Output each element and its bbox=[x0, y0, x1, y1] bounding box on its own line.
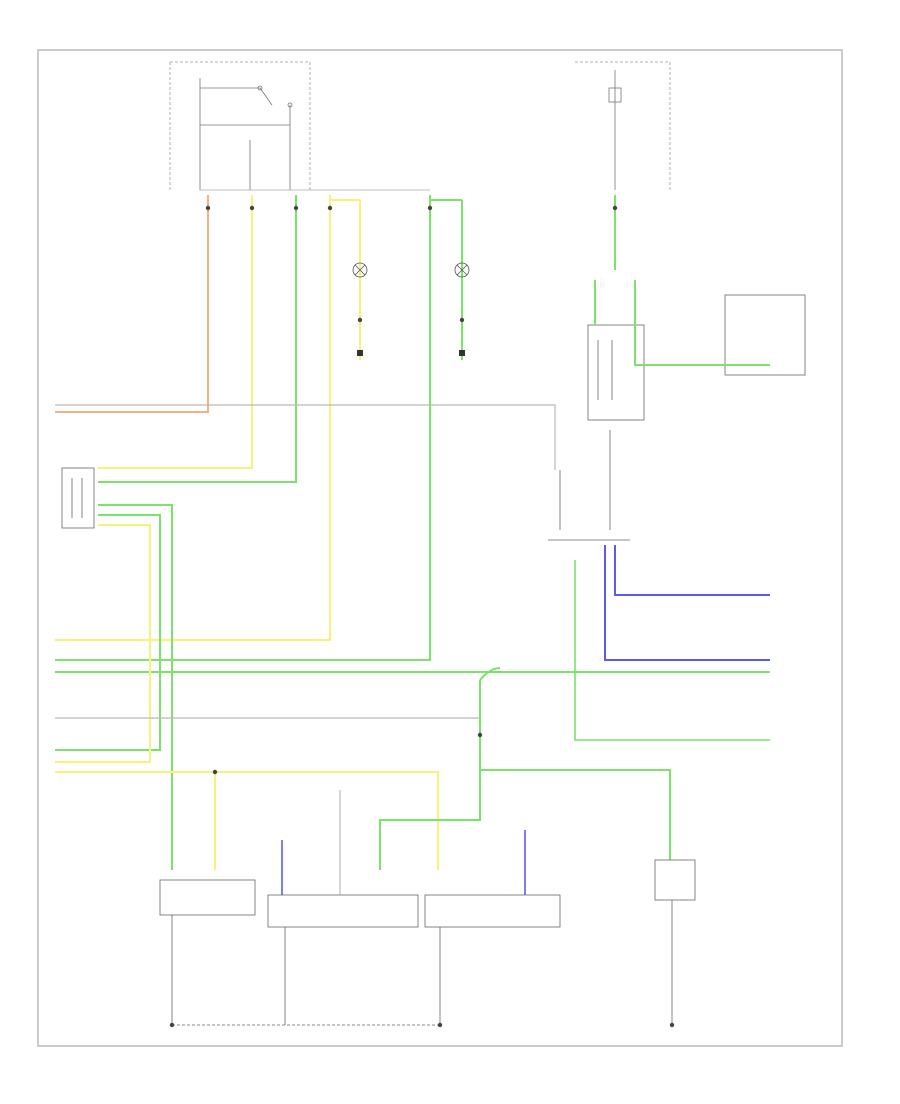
wire-green-right-4 bbox=[574, 560, 770, 741]
connector-dots bbox=[169, 205, 675, 1028]
top-power-feed bbox=[169, 61, 671, 190]
wire-green-1 bbox=[98, 195, 297, 483]
ground-marks bbox=[357, 350, 465, 356]
right-relay-block bbox=[587, 294, 806, 421]
bottom-components bbox=[159, 790, 696, 1026]
wire-green-2 bbox=[55, 195, 431, 661]
wire-yellow-4 bbox=[55, 771, 439, 870]
wire-green-center-3 bbox=[479, 667, 501, 681]
left-connector-module bbox=[61, 467, 95, 529]
right-switch bbox=[548, 430, 630, 541]
wire-green-center bbox=[379, 680, 481, 870]
fuse-switch-block bbox=[199, 78, 430, 191]
wire-green-right-3 bbox=[634, 280, 770, 366]
wire-blue bbox=[604, 545, 770, 661]
diagram-border bbox=[37, 49, 843, 1047]
right-feed-line bbox=[608, 70, 622, 190]
wire-green-4 bbox=[98, 504, 173, 870]
lamp-right-symbol bbox=[454, 262, 470, 278]
lamp-left-symbol bbox=[352, 262, 368, 278]
wire-yellow-2 bbox=[55, 195, 331, 641]
wire-green-center-2 bbox=[480, 769, 671, 860]
wire-yellow-3 bbox=[55, 524, 151, 763]
wire-yellow-1 bbox=[98, 195, 253, 469]
wire-green-5 bbox=[55, 514, 161, 751]
wire-blue-2 bbox=[614, 545, 770, 596]
wire-orange bbox=[55, 195, 209, 413]
wire-gray-signal bbox=[55, 404, 556, 470]
